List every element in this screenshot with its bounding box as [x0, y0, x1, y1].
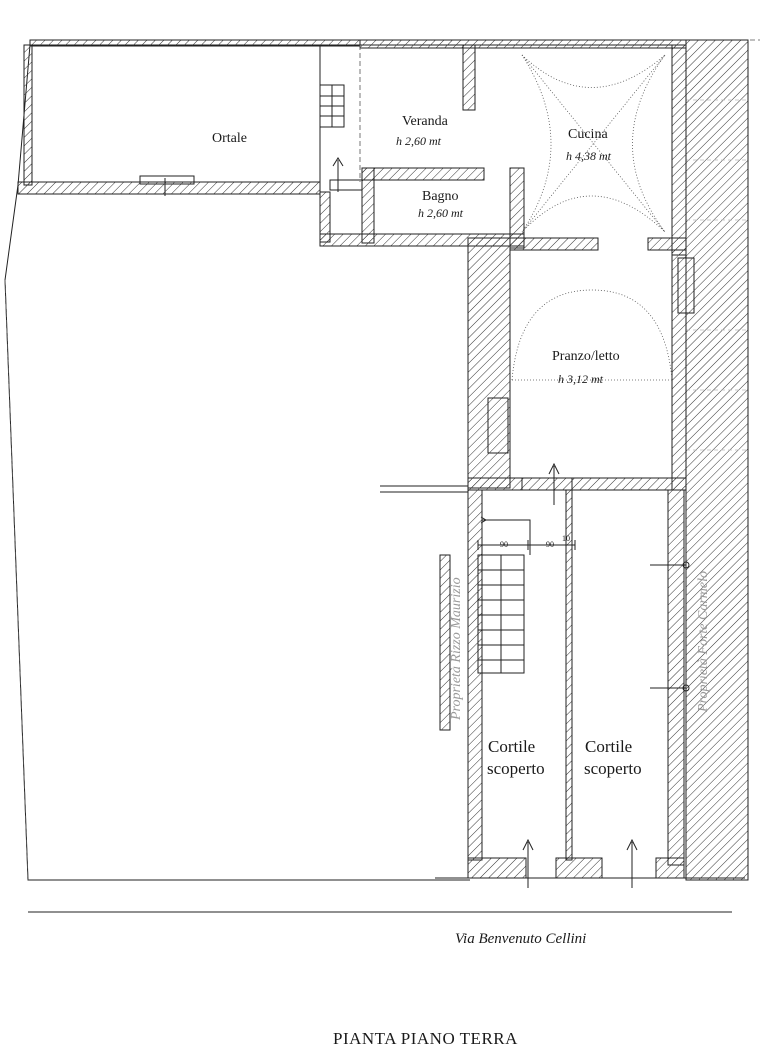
veranda-kitchen-wall — [462, 44, 476, 111]
kitchen-south-wall-left — [509, 237, 599, 251]
room-veranda-height: h 2,60 mt — [396, 134, 442, 148]
room-bagno-name: Bagno — [422, 189, 459, 204]
ortale-north-wall — [29, 39, 361, 47]
room-cucina-height: h 4,38 mt — [566, 149, 612, 163]
dim-wall: 10 — [562, 534, 570, 543]
cortile-right-line1: Cortile — [585, 737, 632, 756]
cortile-left-line1: Cortile — [488, 737, 535, 756]
room-veranda-name: Veranda — [402, 114, 449, 129]
courtyard-south-wall-mid — [555, 857, 603, 879]
room-pranzo-name: Pranzo/letto — [552, 349, 620, 364]
interior-lines — [319, 45, 695, 493]
ortale-steps — [319, 84, 345, 128]
pranzo-east-wall — [671, 249, 687, 491]
entrance-arrows — [164, 157, 690, 888]
courtyard-east-wall — [667, 489, 685, 866]
drawing-title: PIANTA PIANO TERRA — [333, 1029, 518, 1048]
neighbour-right-label: Proprietà Forte Carmelo — [696, 571, 711, 713]
bagno-west-wall — [361, 167, 375, 244]
small-west-wall — [319, 191, 331, 243]
pranzo-vault-arc — [511, 289, 673, 381]
cortile-right-line2: scoperto — [584, 759, 642, 778]
courtyard-stairs — [477, 516, 531, 674]
kitchen-vault — [521, 54, 666, 233]
dim-stair-width: 90 — [500, 540, 508, 549]
left-neighbour-wall — [439, 554, 451, 731]
pranzo-south-wall — [467, 477, 687, 491]
kitchen-east-wall — [671, 44, 687, 256]
cortile-left-line2: scoperto — [487, 759, 545, 778]
bagno-north-wall — [361, 167, 485, 181]
neighbour-left-label: Proprietà Rizzo Maurizio — [449, 577, 464, 721]
ortale-south-wall — [17, 181, 321, 195]
dimension-line — [477, 540, 576, 550]
plot-boundary — [4, 39, 760, 881]
room-bagno-height: h 2,60 mt — [418, 206, 464, 220]
courtyard-south-wall-right — [655, 857, 685, 879]
room-ortale-name: Ortale — [212, 131, 247, 146]
room-cucina-name: Cucina — [568, 127, 608, 142]
room-pranzo-height: h 3,12 mt — [558, 372, 604, 386]
street-name: Via Benvenuto Cellini — [455, 931, 586, 947]
courtyard-south-wall-left — [467, 857, 527, 879]
veranda-north-wall — [359, 39, 687, 49]
right-neighbour-wall — [685, 39, 749, 881]
dim-passage-width: 90 — [546, 540, 554, 549]
right-grid-lines — [686, 99, 748, 451]
kitchen-south-wall-right — [647, 237, 687, 251]
ortale-west-wall — [23, 44, 33, 186]
ortale-opening — [139, 175, 195, 185]
pranzo-west-wall — [467, 237, 511, 489]
